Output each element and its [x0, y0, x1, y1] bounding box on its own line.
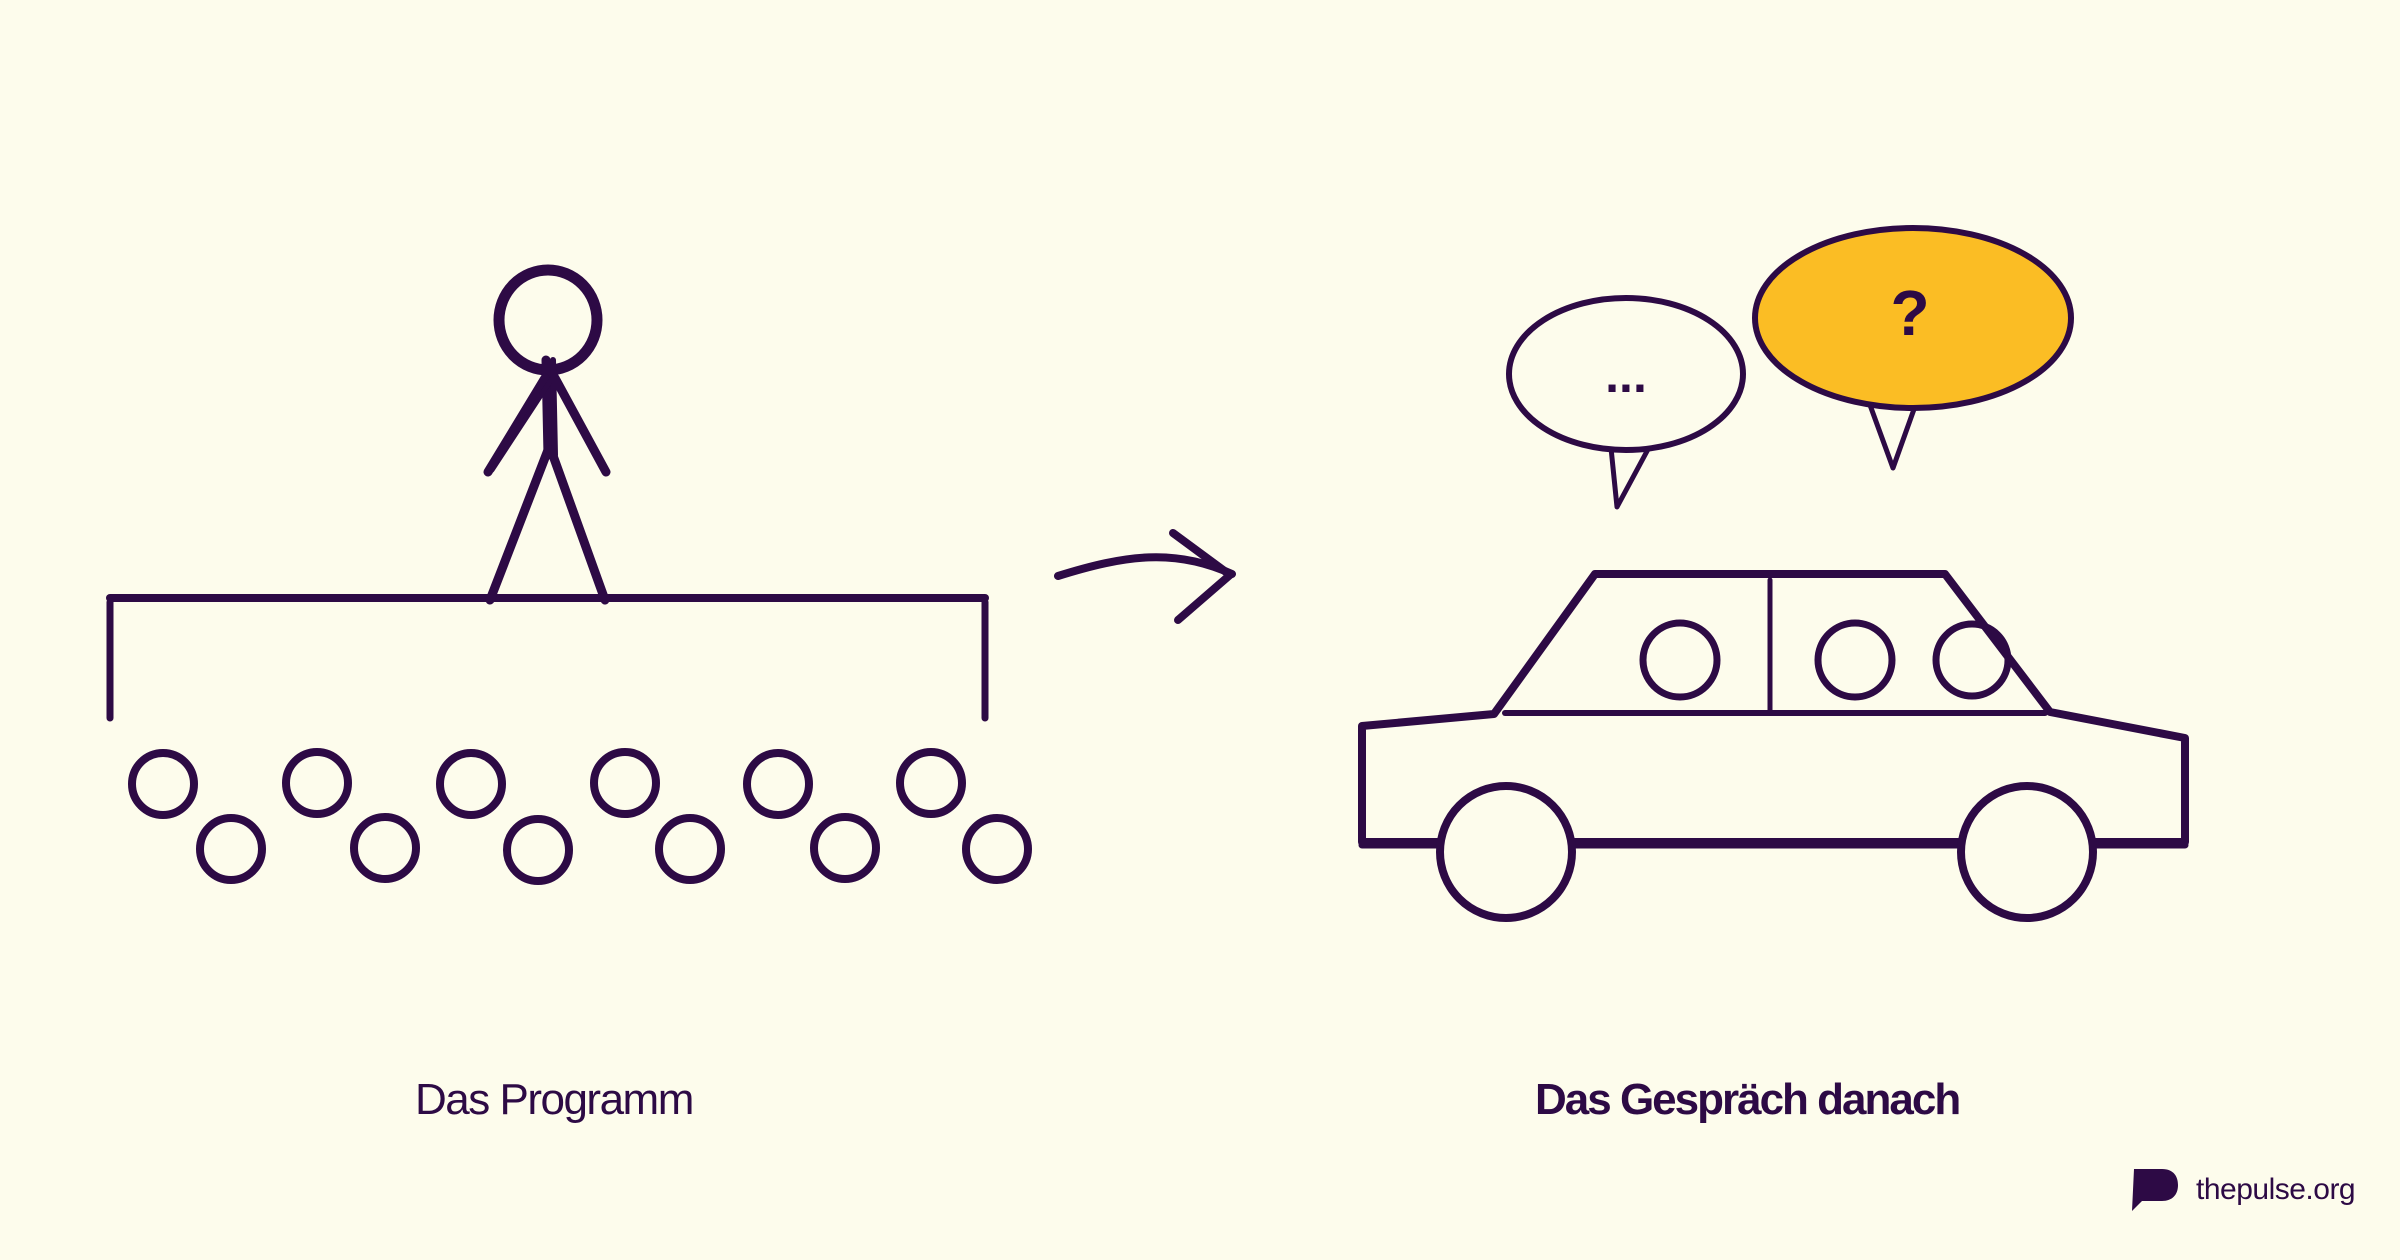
car-wheel — [1436, 782, 1576, 922]
audience-head — [810, 813, 880, 883]
passenger-head — [1814, 619, 1896, 701]
audience-head — [196, 814, 266, 884]
stage-icon — [106, 594, 989, 722]
brand[interactable]: thepulse.org — [2128, 1165, 2356, 1215]
audience-head — [743, 749, 813, 819]
passenger-head — [1932, 620, 2012, 700]
speech-bubble-icon — [1506, 225, 2074, 510]
brand-text: thepulse.org — [2196, 1173, 2356, 1206]
audience-icon — [128, 748, 1032, 885]
audience-head — [436, 749, 506, 819]
car-icon — [1358, 570, 2189, 922]
car-wheel — [1957, 782, 2097, 922]
audience-head — [896, 748, 966, 818]
audience-head — [350, 813, 420, 883]
passenger-head — [1639, 619, 1721, 701]
caption-program: Das Programm — [415, 1075, 694, 1124]
audience-head — [590, 748, 660, 818]
audience-head — [655, 814, 725, 884]
arrow-icon — [1054, 529, 1236, 624]
bubble-question-text: ? — [1890, 277, 1929, 349]
bubble-ellipsis-text: ... — [1605, 347, 1647, 403]
pulse-logo-icon — [2132, 1169, 2178, 1211]
audience-head — [128, 749, 198, 819]
audience-head — [962, 814, 1032, 884]
audience-head — [282, 748, 352, 818]
audience-head — [503, 815, 573, 885]
stick-figure-icon — [483, 264, 611, 605]
caption-conversation: Das Gespräch danach — [1535, 1075, 1961, 1124]
